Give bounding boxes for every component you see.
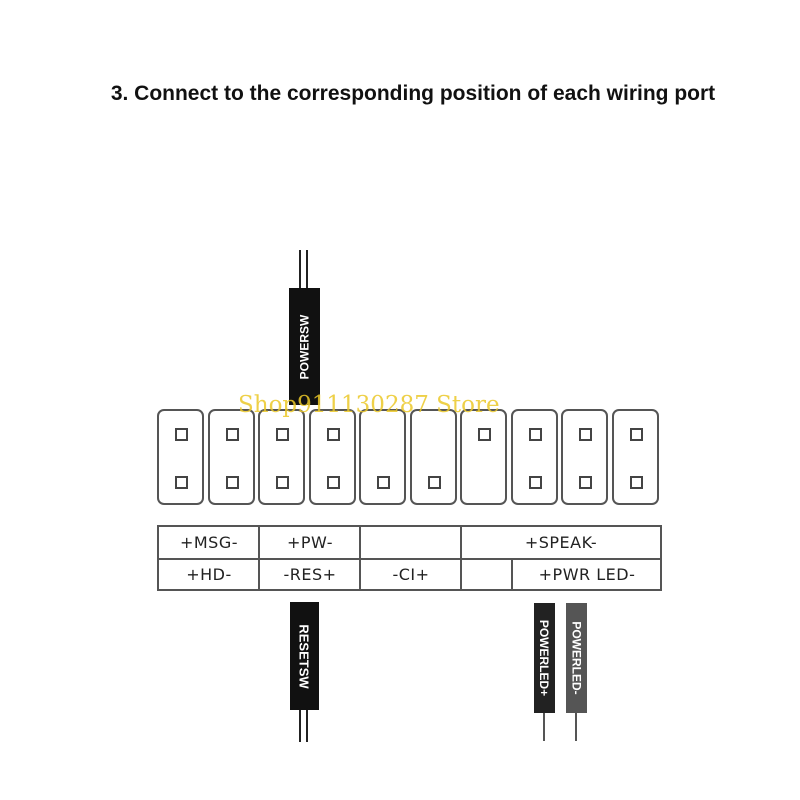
power-sw-label: POWERSW xyxy=(297,314,312,379)
watermark: Shop911130287 Store xyxy=(238,392,500,418)
column-divider xyxy=(460,527,462,589)
power-led-minus-label: POWERLED- xyxy=(569,621,584,695)
column-divider xyxy=(359,527,361,589)
pin-block xyxy=(308,409,356,505)
reset-sw-connector: RESETSW xyxy=(290,602,319,710)
row-divider xyxy=(159,558,660,560)
label-hd: +HD- xyxy=(186,565,232,584)
pin-bottom xyxy=(528,476,542,489)
pin-bottom xyxy=(427,476,441,489)
power-sw-connector: POWERSW xyxy=(289,288,320,405)
pin-top xyxy=(629,428,643,441)
pin-block xyxy=(359,409,406,505)
label-speak: +SPEAK- xyxy=(524,533,598,552)
pin-bottom xyxy=(326,476,340,489)
pin-block xyxy=(258,409,305,505)
power-sw-wire xyxy=(299,250,301,290)
label-msg: +MSG- xyxy=(179,533,239,552)
pin-label-table: +MSG- +PW- +SPEAK- +HD- -RES+ -CI+ +PWR … xyxy=(157,525,662,591)
pin-bottom xyxy=(377,476,390,489)
column-divider xyxy=(258,527,260,589)
column-divider xyxy=(511,559,513,589)
pin-block xyxy=(611,409,659,505)
pin-block xyxy=(460,409,507,505)
pin-block xyxy=(207,409,255,505)
pin-bottom xyxy=(175,476,188,489)
label-empty xyxy=(361,527,461,559)
reset-sw-label: RESETSW xyxy=(297,623,313,689)
pin-top xyxy=(225,428,239,441)
pin-bottom xyxy=(276,476,289,489)
pin-bottom xyxy=(225,476,239,489)
pin-bottom xyxy=(579,476,592,489)
pin-top xyxy=(478,428,491,441)
power-led-plus-connector: POWERLED+ xyxy=(534,603,555,713)
label-res: -RES+ xyxy=(283,565,337,584)
pin-top xyxy=(579,428,592,441)
reset-sw-wire xyxy=(306,710,308,742)
pin-top xyxy=(175,428,188,441)
pin-block xyxy=(409,409,457,505)
pin-top xyxy=(276,428,289,441)
power-led-minus-connector: POWERLED- xyxy=(566,603,587,713)
reset-sw-wire xyxy=(299,710,301,742)
power-led-plus-wire xyxy=(543,713,545,741)
label-empty xyxy=(462,559,512,591)
pin-block xyxy=(561,409,608,505)
power-led-minus-wire xyxy=(575,713,577,741)
label-pw: +PW- xyxy=(287,533,333,552)
power-led-plus-label: POWERLED+ xyxy=(537,619,552,697)
pin-top xyxy=(528,428,542,441)
pin-block xyxy=(157,409,204,505)
label-pwr-led: +PWR LED- xyxy=(538,565,636,584)
pin-block xyxy=(510,409,558,505)
power-sw-wire xyxy=(306,250,308,290)
pin-bottom xyxy=(629,476,643,489)
pin-top xyxy=(326,428,340,441)
label-ci: -CI+ xyxy=(392,565,430,584)
instruction-title: 3. Connect to the corresponding position… xyxy=(110,82,716,105)
